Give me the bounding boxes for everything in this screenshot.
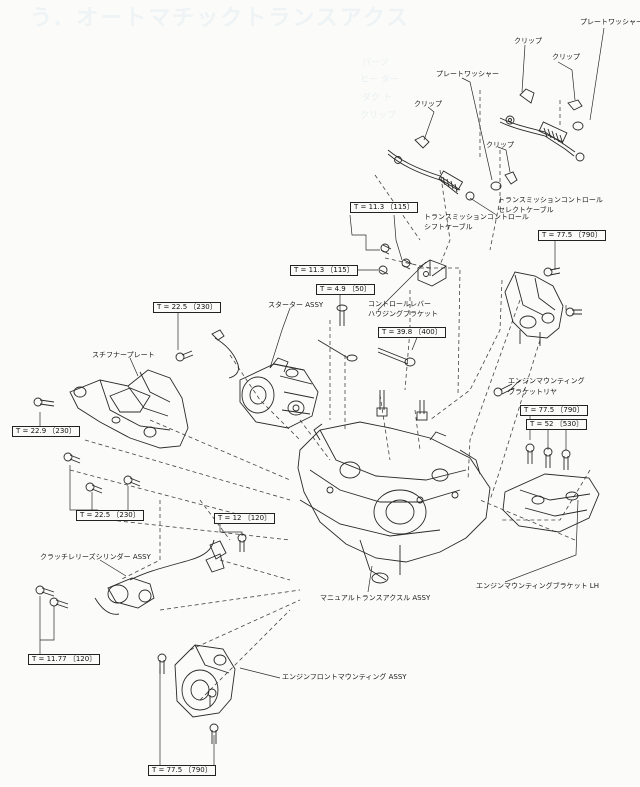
engine-mounting-bracket-lh [502,473,600,533]
label-plate-washer-mid: プレートワッシャー [436,70,499,78]
engine-front-mounting-assy [174,644,236,718]
label-mount-bracket-lh: エンジンマウンティングブラケット LH [476,582,599,590]
sensor-plugs [376,390,428,421]
label-clip-b: クリップ [552,53,580,61]
label-clutch-cyl: クラッチレリーズシリンダー ASSY [40,553,151,561]
starter-assy [239,357,319,429]
label-front-mount: エンジンフロントマウンティング ASSY [282,673,407,681]
torque-spec: T = 22.5 〔230〕 [76,510,144,521]
control-lever-housing-bracket [417,259,447,287]
torque-spec: T = 4.9 〔50〕 [316,284,375,295]
faint-header-row: パーツ [362,58,389,68]
label-stiffener: スチフナープレート [92,351,155,359]
torque-spec: T = 77.5 〔790〕 [538,230,606,241]
label-clip-a: クリップ [514,37,542,45]
select-cable [499,88,585,162]
starter-wires [211,329,358,379]
torque-spec: T = 11.77 〔120〕 [28,654,101,665]
label-starter: スターター ASSY [268,301,324,309]
torque-spec: T = 11.3 〔115〕 [350,202,418,213]
torque-spec: T = 52 〔530〕 [526,419,588,430]
torque-spec: T = 12 〔120〕 [214,513,276,524]
torque-spec: T = 11.3 〔115〕 [290,265,358,276]
stiffener-plate [69,369,189,449]
label-plate-washer-top: プレートワッシャー [580,18,640,26]
label-shift-cable-1: トランスミッションコントロール [424,213,529,221]
manual-transaxle-assy [297,421,491,584]
engine-mounting-bracket-rear [504,271,564,346]
label-select-cable-2: セレクトケーブル [498,206,554,214]
label-control-lever-2: ハウジングブラケット [368,310,438,318]
label-control-lever-1: コントロールレバー [368,300,431,308]
bolts-upper [33,243,582,744]
label-shift-cable-2: シフトケーブル [424,223,473,231]
faint-header-row: ダク ト [362,93,392,103]
label-mount-rear-2: ブラケットリヤ [508,388,557,396]
label-mount-rear-1: エンジンマウンティング [508,377,585,385]
label-clip-d: クリップ [486,141,514,149]
faint-header-row: クリップ [360,111,397,121]
torque-spec: T = 77.5 〔790〕 [520,405,588,416]
torque-spec: T = 39.8 〔400〕 [378,327,446,338]
faint-header-row: ヒー ター [360,75,399,85]
torque-spec: T = 22.9 〔230〕 [12,426,80,437]
label-select-cable-1: トランスミッションコントロール [498,196,603,204]
faint-header-title: う．オートマチックトランスアクス [30,6,411,31]
label-clip-c: クリップ [414,100,442,108]
leader-lines [20,27,605,767]
assembly-guide-lines [69,90,591,701]
label-manual-trans: マニュアルトランスアクスル ASSY [320,594,431,602]
shift-cable [387,135,518,201]
clutch-release-cylinder-assy [94,539,227,615]
torque-spec: T = 77.5 〔790〕 [148,765,216,776]
torque-spec: T = 22.5 〔230〕 [153,302,221,313]
